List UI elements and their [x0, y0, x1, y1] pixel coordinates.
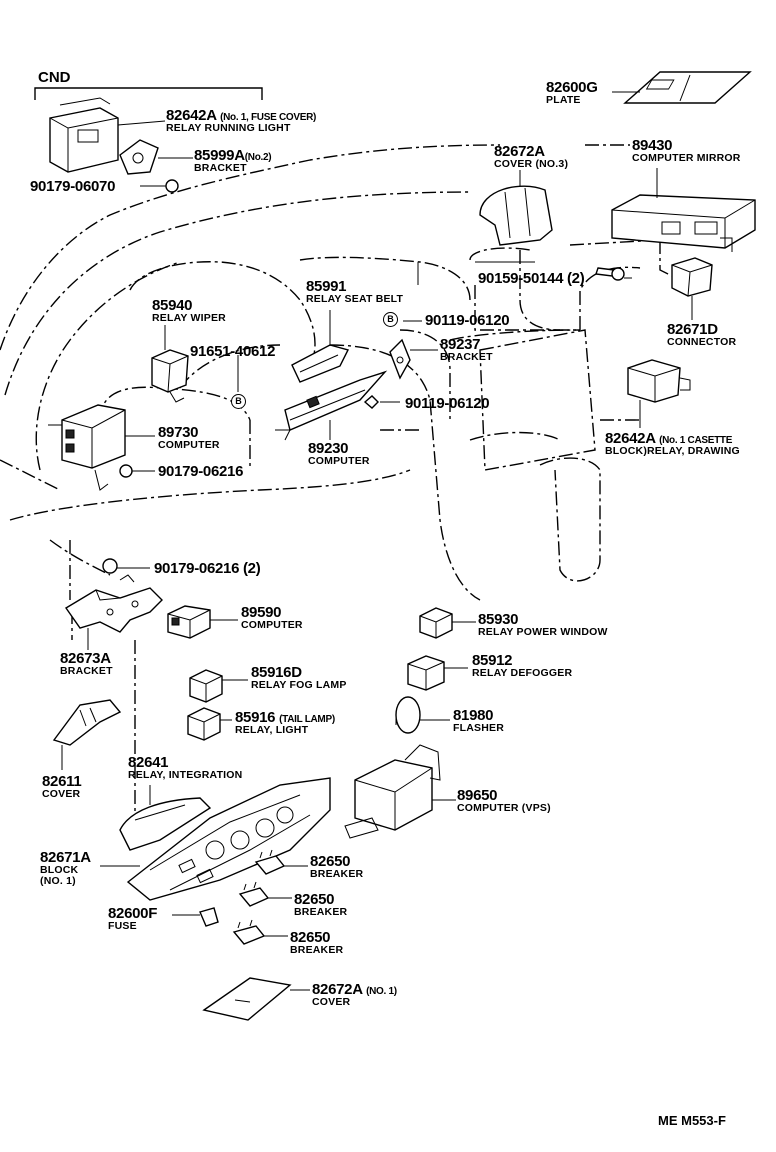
bracket-89237-drawing	[389, 338, 438, 380]
computer-mirror-drawing	[611, 168, 756, 252]
label-90179-06216-b: 90179-06216 (2)	[154, 560, 261, 577]
relay-fog-lamp-drawing	[189, 669, 248, 703]
cover-no3-drawing	[479, 170, 553, 246]
callout-b-left: B	[231, 394, 246, 409]
label-85999A: 85999A(No.2) BRACKET	[194, 147, 272, 174]
label-82642A-mid: 82642A (No. 1 CASETTE BLOCK)RELAY, DRAWI…	[605, 430, 740, 457]
dashboard-outline	[0, 144, 701, 830]
nut-90179-06216-a-drawing	[119, 464, 155, 478]
breaker-b-drawing	[238, 881, 292, 907]
label-85916: 85916 (TAIL LAMP) RELAY, LIGHT	[235, 709, 335, 736]
computer-vps-drawing	[344, 744, 456, 839]
fuse-82600F-drawing	[172, 907, 219, 927]
plate-82600G-drawing	[612, 71, 752, 104]
label-90159-50144: 90159-50144 (2)	[478, 270, 585, 287]
flasher-drawing	[395, 696, 450, 734]
label-91651-40612: 91651-40612	[190, 343, 276, 360]
computer-89230-drawing	[275, 370, 388, 441]
computer-89590-drawing	[167, 605, 238, 639]
nut-90179-06216-b-drawing	[102, 558, 150, 574]
relay-drawing-82642A-drawing	[627, 359, 691, 428]
computer-89730-drawing	[48, 404, 155, 491]
relay-integration-drawing	[119, 785, 212, 851]
relay-tail-lamp-drawing	[187, 707, 232, 741]
label-82672A-bot: 82672A (NO. 1) COVER	[312, 981, 397, 1008]
breaker-c-drawing	[232, 919, 288, 945]
cover-82611-drawing	[52, 699, 122, 770]
relay-power-window-drawing	[419, 607, 476, 639]
cover-no1-drawing	[202, 977, 310, 1021]
nut-90179-06070-drawing	[140, 179, 179, 193]
cnd-label: CND	[38, 69, 71, 86]
leader-lines	[237, 261, 535, 392]
bracket-85999A-drawing	[119, 139, 193, 175]
callout-b-right: B	[383, 312, 398, 327]
diagram-code: ME M553-F	[658, 1113, 726, 1128]
connector-82671D-drawing	[671, 257, 713, 320]
label-90179-06070: 90179-06070	[30, 178, 116, 195]
screw-90159-50144-drawing	[595, 267, 632, 281]
label-90179-06216-a: 90179-06216	[158, 463, 244, 480]
label-90119-06120-b: 90119-06120	[405, 395, 490, 412]
label-82671A: 82671A BLOCK (NO. 1)	[40, 849, 91, 887]
cnd-bracket-line	[34, 87, 263, 100]
bracket-82673A-drawing	[64, 574, 163, 650]
fuse-block-82671A-drawing	[100, 777, 331, 901]
relay-wiper-drawing	[151, 325, 189, 403]
relay-running-light-drawing	[49, 97, 166, 173]
relay-defogger-drawing	[407, 655, 468, 691]
label-82642A-top: 82642A (No. 1, FUSE COVER) RELAY RUNNING…	[166, 107, 317, 134]
label-90119-06120-a: 90119-06120	[425, 312, 510, 329]
screw-90119-06120-b-drawing	[363, 395, 400, 409]
relay-seat-belt-drawing	[291, 310, 350, 383]
breaker-a-drawing	[254, 849, 308, 875]
